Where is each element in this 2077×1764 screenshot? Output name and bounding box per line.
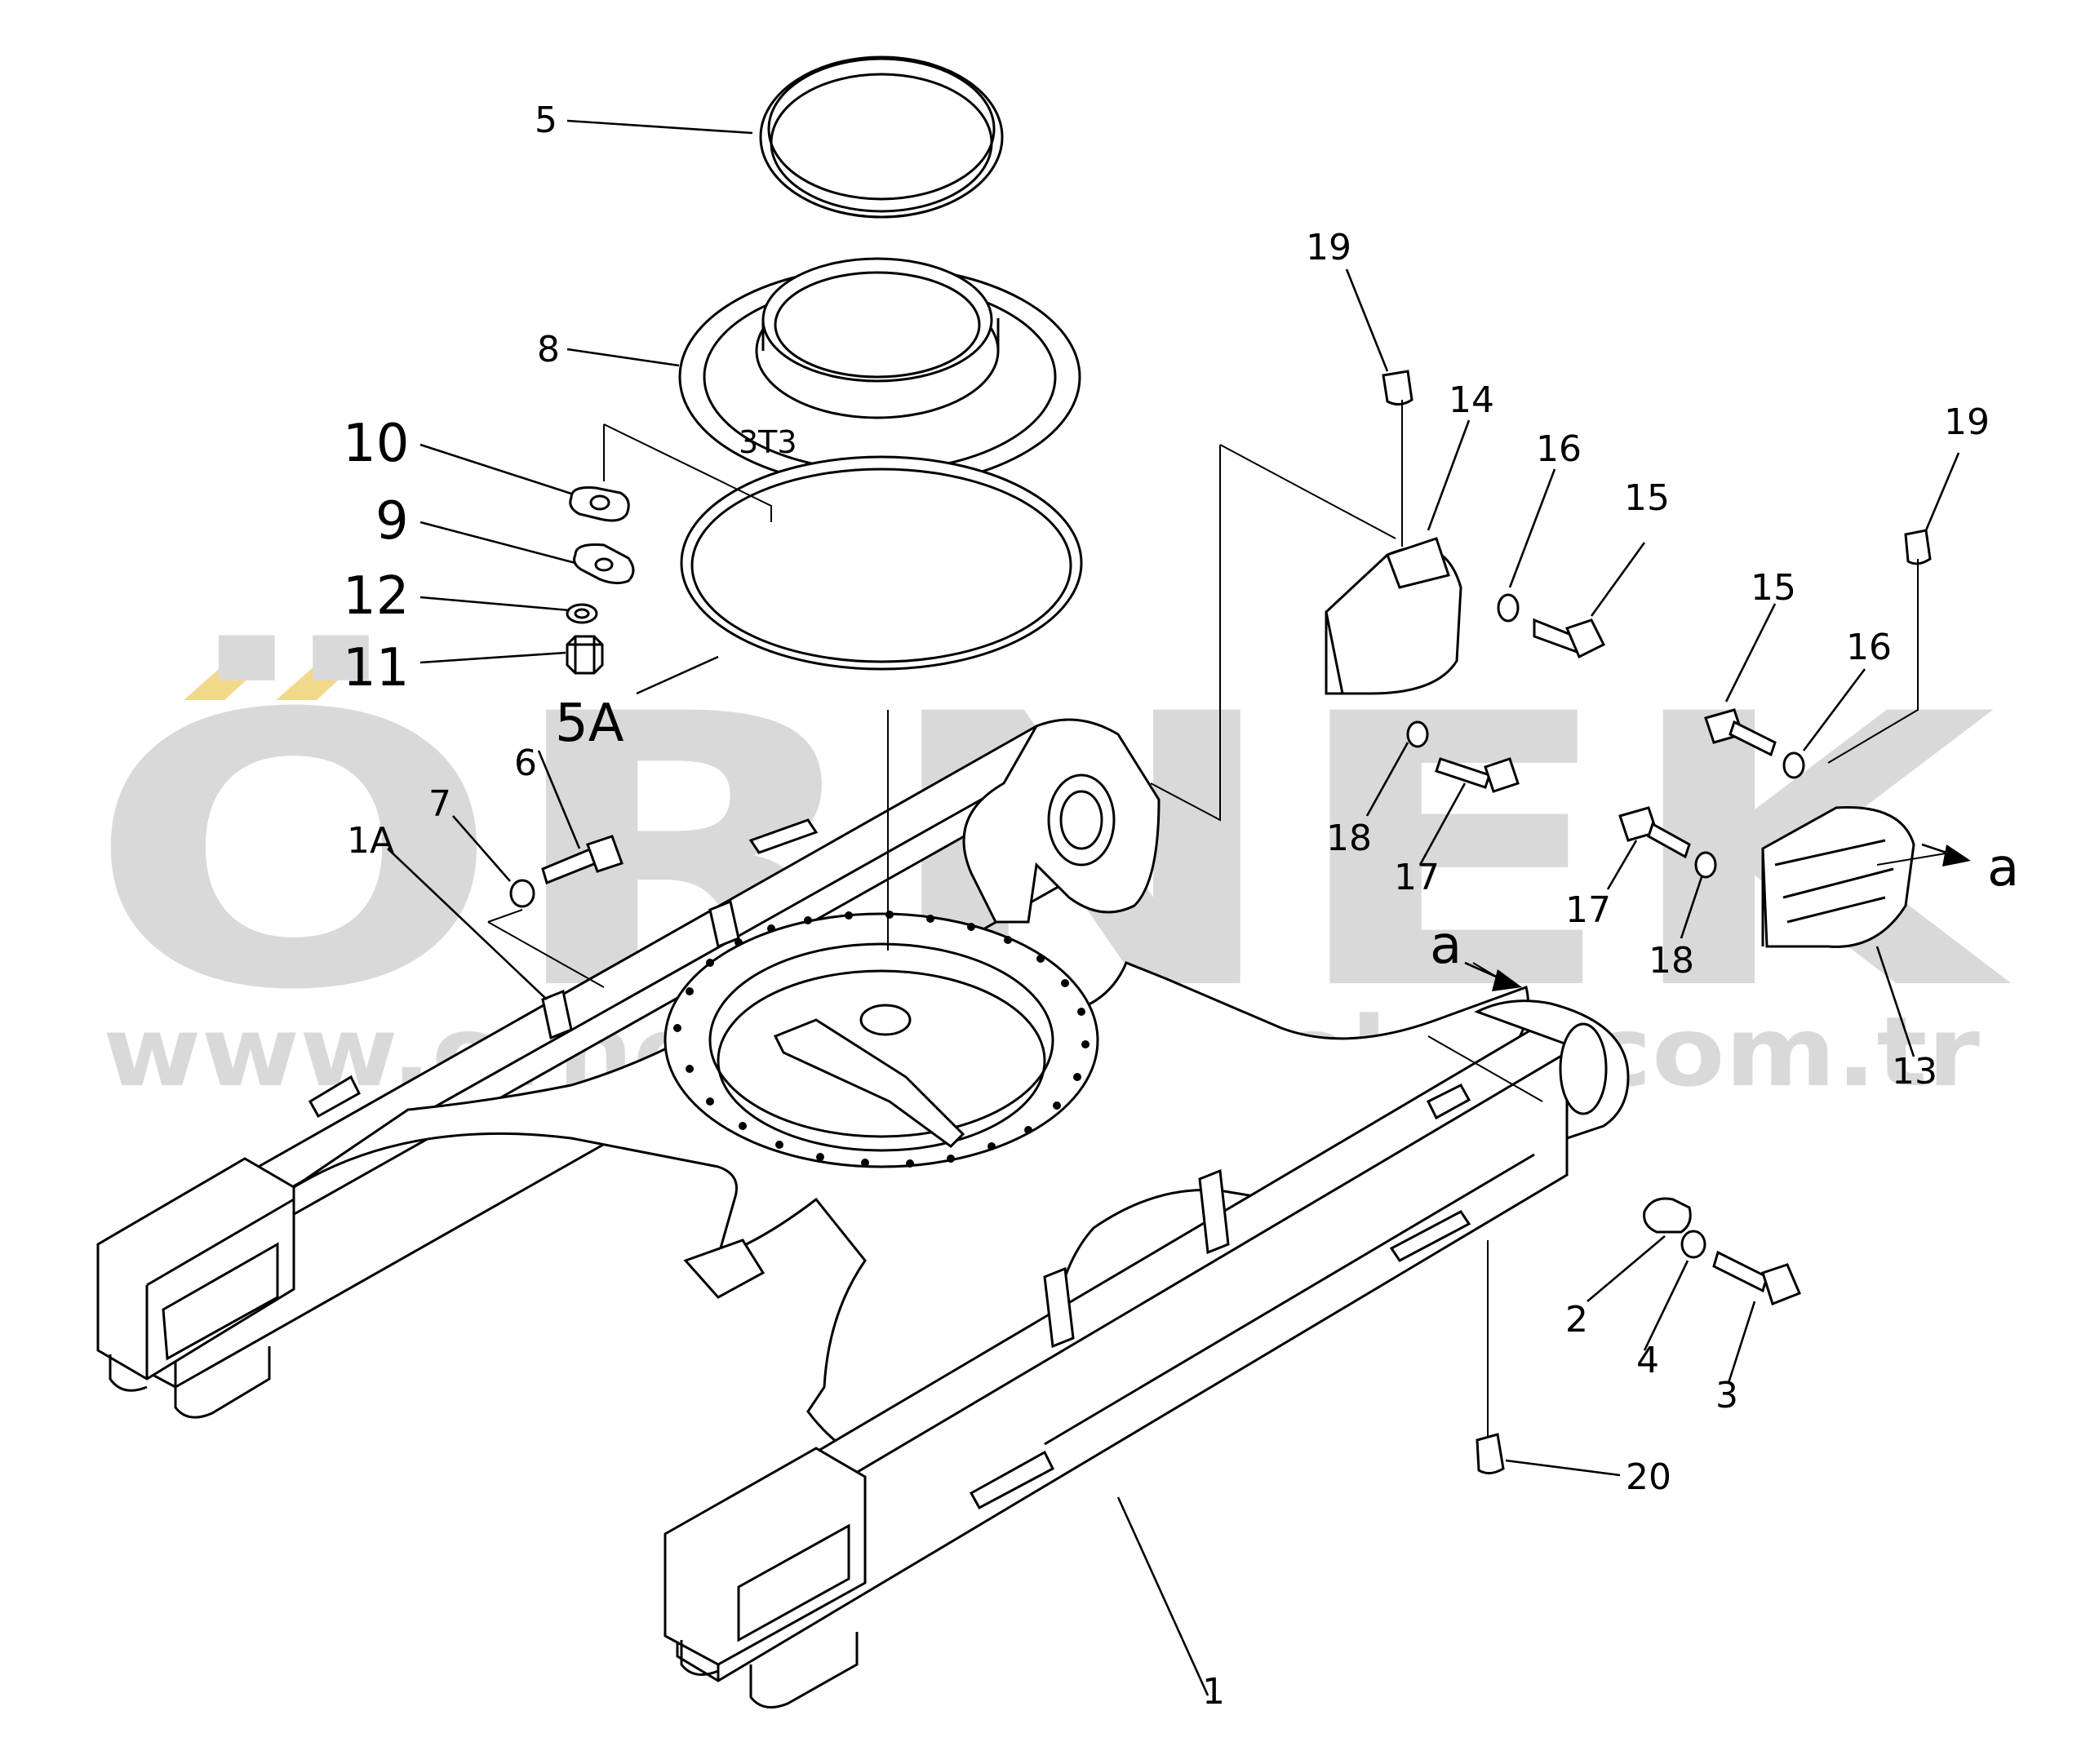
label-15-upper: 15 (1624, 477, 1670, 519)
label-19-right: 19 (1944, 401, 1990, 443)
bolt-15-right (1704, 708, 1777, 757)
bolt-15-upper (1533, 618, 1606, 659)
watermark-accent-right (276, 659, 361, 700)
label-4: 4 (1636, 1340, 1659, 1381)
label-1A: 1A (347, 820, 394, 862)
label-18-upper: 18 (1326, 818, 1372, 859)
part-14-cover (1325, 537, 1462, 695)
label-19-left: 19 (1306, 227, 1351, 268)
plate-2 (1643, 1197, 1692, 1234)
washer-16-right (1782, 751, 1805, 779)
label-5A: 5A (555, 694, 624, 754)
plug-20 (1476, 1433, 1505, 1474)
svg-text:3T3: 3T3 (739, 424, 797, 460)
label-5: 5 (535, 100, 557, 141)
label-10: 10 (343, 414, 409, 474)
washer-18-right (1694, 851, 1717, 879)
part-8-seal-cover: 3T3 (678, 257, 1081, 489)
label-16-upper: 16 (1536, 428, 1582, 470)
bolt-17-upper (1435, 757, 1520, 793)
watermark-accent-left (184, 659, 269, 700)
label-12: 12 (343, 566, 409, 627)
washer-4 (1680, 1230, 1706, 1259)
plug-19-right (1904, 529, 1932, 565)
bolt-6 (541, 835, 624, 885)
part-1-track-frame (96, 718, 1630, 1709)
leader-lines (387, 119, 1960, 1696)
label-14: 14 (1449, 379, 1494, 421)
part-5A-seal-ring (680, 455, 1083, 671)
label-16-right: 16 (1846, 627, 1892, 668)
bolt-17-right (1618, 806, 1691, 859)
part-13-cover (1761, 806, 1915, 948)
view-arrow-a-lower (1464, 961, 1522, 991)
label-9: 9 (375, 491, 409, 552)
label-20: 20 (1626, 1456, 1671, 1498)
label-6: 6 (514, 742, 537, 784)
label-2: 2 (1565, 1299, 1588, 1341)
bolt-3 (1712, 1250, 1801, 1305)
label-15-right: 15 (1751, 567, 1796, 609)
part-11-nut (566, 635, 604, 675)
part-12-washer (566, 603, 598, 624)
label-18-right: 18 (1649, 940, 1694, 982)
swing-circle-bolt-holes (673, 911, 1090, 1168)
part-5-ring (759, 55, 1004, 219)
washer-7 (509, 879, 535, 908)
plug-19-left (1382, 370, 1414, 406)
label-11: 11 (343, 638, 409, 698)
label-view-a-upper: a (1987, 838, 2019, 898)
label-3: 3 (1715, 1375, 1738, 1416)
label-1: 1 (1202, 1671, 1225, 1713)
washer-16-upper (1497, 593, 1520, 623)
label-17-upper: 17 (1394, 857, 1440, 898)
label-17-right: 17 (1565, 889, 1611, 931)
view-arrow-a-upper (1921, 843, 1971, 866)
label-7: 7 (428, 783, 451, 825)
washer-18-upper (1406, 720, 1429, 748)
part-10-gasket (569, 486, 630, 522)
part-9-plate (573, 543, 635, 585)
label-view-a-lower: a (1430, 915, 1462, 976)
label-13: 13 (1892, 1051, 1937, 1093)
label-8: 8 (537, 329, 560, 370)
part-labels: 5 8 10 9 12 11 5A 6 7 1A 1 2 4 3 20 13 1… (343, 100, 2019, 1713)
